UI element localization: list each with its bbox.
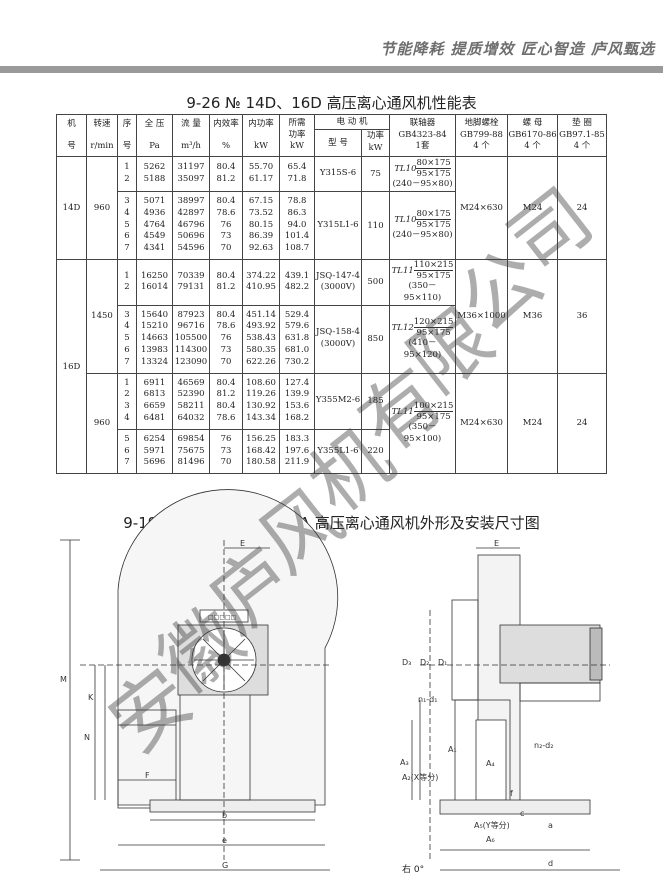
cell-washer: 24 <box>557 372 607 475</box>
dim-E-left: E <box>240 539 245 548</box>
cell-bolt: M36×1000 <box>455 259 508 374</box>
cell-bolt: M24×630 <box>455 156 508 260</box>
dim-D1: D₁ <box>438 658 447 667</box>
dim-A5: A₅(Y等分) <box>474 820 510 830</box>
cell-washer: 24 <box>557 156 607 260</box>
motor-body <box>499 624 601 684</box>
cell-motor-power: 185 <box>361 372 390 430</box>
dim-e: e <box>222 836 227 845</box>
cell-bolt: M24×630 <box>455 372 508 475</box>
cell-nut: M36 <box>507 259 558 374</box>
dim-E-right: E <box>494 539 499 548</box>
cell-motor-type: Y355L1-6 <box>314 428 362 475</box>
dim-n2d2: n₂-d₂ <box>534 741 553 750</box>
cell-model: 14D <box>56 156 87 260</box>
motor-fan-cover <box>589 627 603 681</box>
col-efficiency-header: 内效率% <box>209 114 243 157</box>
side-flange <box>451 599 479 701</box>
side-base <box>439 799 591 815</box>
cell-model: 16D <box>56 258 87 475</box>
dim-D3: D₃ <box>402 658 411 667</box>
dim-A6: A₆ <box>486 835 495 844</box>
dim-A1: A₁ <box>448 745 457 754</box>
dim-d: d <box>548 859 553 868</box>
header-bar <box>0 66 663 73</box>
cell-speed: 960 <box>86 156 118 260</box>
dim-n1d1: n₁-d₁ <box>418 695 437 704</box>
dim-b: b <box>222 811 227 820</box>
motor-base <box>519 682 601 702</box>
side-duct <box>475 719 507 801</box>
base-frame <box>149 799 316 813</box>
cell-motor-power: 75 <box>361 156 390 192</box>
cell-motor-power: 500 <box>361 259 390 306</box>
dim-F: F <box>145 771 150 780</box>
inlet-duct <box>117 709 177 809</box>
dim-D2: D₂ <box>420 658 429 667</box>
dim-c: c <box>520 809 524 818</box>
dim-N: N <box>84 733 90 742</box>
cell-motor-type: Y315L1-6 <box>314 191 362 260</box>
dimension-labels: M K N F b e G E E D₃ D₂ D₁ n₁-d₁ n₂-d₂ A… <box>60 539 553 870</box>
table-title: 9-26 № 14D、16D 高压离心通风机性能表 <box>186 94 477 112</box>
dim-A2: A₂(X等分) <box>402 772 438 782</box>
header-slogan: 节能降耗 提质增效 匠心智造 庐风甄选 <box>380 40 655 58</box>
nameplate-text-1: □□□□□ <box>208 614 236 621</box>
footnote-direction: 右 0° <box>402 865 425 875</box>
dim-K: K <box>88 693 94 702</box>
cell-nut: M24 <box>507 156 558 260</box>
dim-f: f <box>510 789 513 798</box>
dim-A4: A₄ <box>486 759 495 768</box>
dim-G: G <box>222 861 228 870</box>
cell-nut: M24 <box>507 372 558 475</box>
dim-A3: A₃ <box>400 758 409 767</box>
dim-M: M <box>60 675 67 684</box>
cell-washer: 36 <box>557 259 607 374</box>
cell-motor-power: 220 <box>361 428 390 475</box>
dim-a: a <box>548 821 553 830</box>
cell-motor-type: JSQ-147-4(3000V) <box>314 259 362 306</box>
